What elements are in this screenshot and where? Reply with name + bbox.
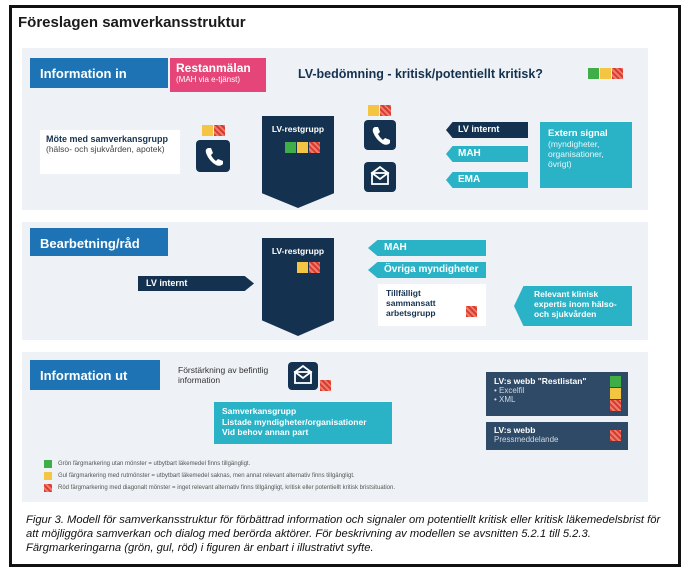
legend-yellow-text: Gul färgmarkering med rutmönster = utbyt…	[58, 473, 355, 479]
lv-restgrupp-2-label: LV-restgrupp	[271, 246, 325, 256]
assessment-red	[612, 68, 623, 79]
lv-restgrupp-1-label: LV-restgrupp	[271, 124, 325, 134]
temp-red	[466, 306, 477, 317]
assessment-green	[588, 68, 599, 79]
web-restlistan-title: LV:s webb "Restlistan"	[494, 376, 587, 386]
out-item-2: Listade myndigheter/organisationer	[222, 416, 367, 427]
info-in-label: Information in	[30, 58, 168, 88]
input-ema-label: EMA	[458, 174, 481, 185]
proc-lv-internt: LV internt	[138, 276, 254, 291]
lv1-green	[285, 142, 296, 153]
phone-icon-2	[364, 120, 396, 150]
phone2-yellow	[368, 105, 379, 116]
web-red	[610, 400, 621, 411]
figure-title: Föreslagen samverkansstruktur	[18, 14, 246, 31]
expertise-label: Relevant klinisk expertis inom hälso- oc…	[534, 289, 617, 319]
external-signal-title: Extern signal	[548, 128, 608, 139]
web-press-box: LV:s webb Pressmeddelande	[486, 422, 628, 450]
out-item-1: Samverkansgrupp	[222, 406, 297, 416]
input-ema: EMA	[446, 172, 528, 188]
meeting-yellow	[202, 125, 213, 136]
proc-ovriga: Övriga myndigheter	[368, 262, 486, 278]
external-signal-box: Extern signal (myndigheter, organisation…	[540, 122, 632, 188]
legend-yellow-swatch	[44, 472, 52, 480]
press-red	[610, 430, 621, 441]
external-signal-sub: (myndigheter, organisationer, övrigt)	[548, 139, 604, 169]
info-out-label: Information ut	[30, 360, 160, 390]
xml-label: XML	[499, 395, 516, 404]
out-box: Samverkansgrupp Listade myndigheter/orga…	[214, 402, 392, 444]
input-mah-label: MAH	[458, 148, 481, 159]
legend-red-text: Röd färgmarkering med diagonalt mönster …	[58, 485, 395, 491]
phone-icon	[196, 140, 230, 172]
web-press-sub: Pressmeddelande	[494, 435, 559, 444]
assessment-yellow	[600, 68, 611, 79]
restanmalan-box: Restanmälan (MAH via e-tjänst)	[170, 58, 266, 92]
meeting-red	[214, 125, 225, 136]
figure-caption: Figur 3. Modell för samverkansstruktur f…	[26, 514, 661, 554]
lv-restgrupp-1: LV-restgrupp	[262, 116, 334, 208]
proc-mah-label: MAH	[384, 242, 407, 253]
input-lv-internt: LV internt	[446, 122, 528, 138]
legend-green-swatch	[44, 460, 52, 468]
restanmalan-label: Restanmälan	[176, 61, 251, 75]
legend-red-swatch	[44, 484, 52, 492]
out-item-3: Vid behov annan part	[222, 427, 309, 437]
web-green	[610, 376, 621, 387]
out-red	[320, 380, 331, 391]
reinforce-text: Förstärkning av befintlig information	[178, 365, 269, 385]
restanmalan-sub: (MAH via e-tjänst)	[176, 75, 241, 84]
meeting-sub: (hälso- och sjukvården, apotek)	[46, 144, 165, 154]
lv1-red	[309, 142, 320, 153]
meeting-box: Möte med samverkansgrupp (hälso- och sju…	[40, 130, 180, 174]
web-restlistan-box: LV:s webb "Restlistan" • Excelfil • XML	[486, 372, 628, 416]
lv2-red	[309, 262, 320, 273]
web-restlistan-item-1: • Excelfil	[494, 386, 525, 395]
lv1-yellow	[297, 142, 308, 153]
temp-group-box: Tillfälligt sammansatt arbetsgrupp	[378, 284, 486, 326]
lv-restgrupp-2: LV-restgrupp	[262, 238, 334, 336]
mail-icon-out	[288, 362, 318, 390]
phone2-red	[380, 105, 391, 116]
temp-group-label: Tillfälligt sammansatt arbetsgrupp	[386, 288, 436, 318]
legend-item-red: Röd färgmarkering med diagonalt mönster …	[44, 484, 484, 492]
input-lv-internt-label: LV internt	[458, 124, 500, 134]
processing-label: Bearbetning/råd	[30, 228, 168, 256]
legend-green-text: Grön färgmarkering utan mönster = utbytb…	[58, 461, 251, 467]
web-restlistan-item-2: • XML	[494, 395, 516, 404]
mail-icon	[364, 162, 396, 192]
assessment-text: LV-bedömning - kritisk/potentiellt kriti…	[298, 67, 543, 81]
input-mah: MAH	[446, 146, 528, 162]
lv2-yellow	[297, 262, 308, 273]
proc-ovriga-label: Övriga myndigheter	[384, 264, 479, 275]
proc-lv-internt-label: LV internt	[146, 278, 188, 288]
excelfil-label: Excelfil	[499, 386, 525, 395]
legend: Grön färgmarkering utan mönster = utbytb…	[44, 460, 484, 492]
web-yellow	[610, 388, 621, 399]
web-press-title: LV:s webb	[494, 425, 536, 435]
expertise-box: Relevant klinisk expertis inom hälso- oc…	[514, 286, 632, 326]
legend-item-green: Grön färgmarkering utan mönster = utbytb…	[44, 460, 484, 468]
meeting-title: Möte med samverkansgrupp	[46, 134, 169, 144]
legend-item-yellow: Gul färgmarkering med rutmönster = utbyt…	[44, 472, 484, 480]
proc-mah: MAH	[368, 240, 486, 256]
